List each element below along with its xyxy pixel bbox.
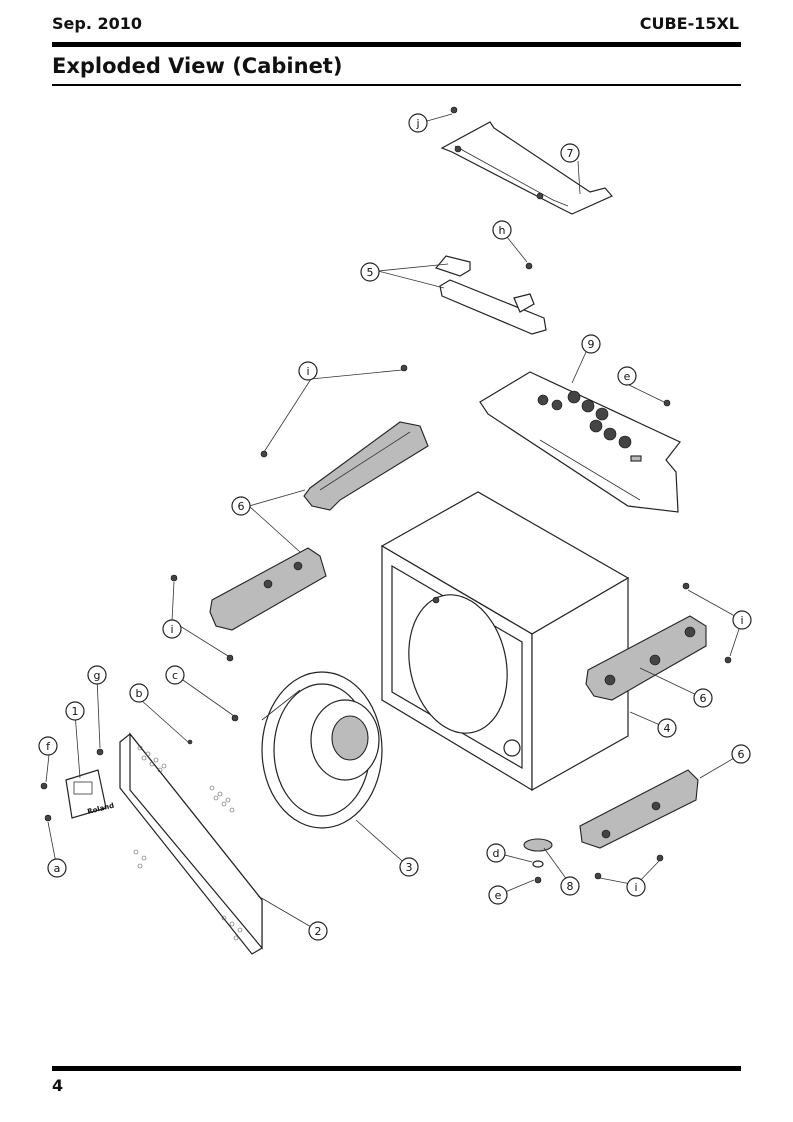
callout-j: j (408, 113, 428, 133)
callout-9: 9 (581, 334, 601, 354)
page-title: Exploded View (Cabinet) (52, 54, 343, 78)
svg-text:a: a (54, 862, 61, 875)
part-8-foot (523, 838, 553, 868)
svg-text:2: 2 (315, 925, 322, 938)
callout-a: a (47, 858, 67, 878)
part-4-cabinet (380, 491, 630, 792)
footer-rule (52, 1066, 741, 1071)
part-6-handle-left (209, 547, 327, 631)
svg-text:f: f (46, 740, 51, 753)
part-2-grille (119, 732, 263, 955)
svg-text:6: 6 (700, 692, 707, 705)
svg-text:b: b (136, 687, 143, 700)
svg-text:i: i (306, 365, 309, 378)
callout-i-left: i (162, 619, 182, 639)
callout-6-bottom: 6 (731, 744, 751, 764)
part-5-brackets (434, 255, 547, 335)
callout-2: 2 (308, 921, 328, 941)
callout-i-bottom: i (626, 877, 646, 897)
callout-3: 3 (399, 857, 419, 877)
callout-g: g (87, 665, 107, 685)
callout-6-upper: 6 (231, 496, 251, 516)
header-model: CUBE-15XL (639, 14, 739, 33)
callout-5: 5 (360, 262, 380, 282)
callout-7: 7 (560, 143, 580, 163)
svg-text:e: e (495, 889, 502, 902)
part-6-handle-upper (303, 421, 429, 511)
callout-6-right: 6 (693, 688, 713, 708)
svg-text:g: g (94, 669, 101, 682)
svg-text:5: 5 (367, 266, 374, 279)
part-9-control-panel (479, 371, 681, 513)
svg-text:i: i (634, 881, 637, 894)
title-rule (52, 84, 741, 86)
part-1-emblem (65, 769, 107, 819)
svg-text:6: 6 (238, 500, 245, 513)
header-rule (52, 42, 741, 47)
svg-text:e: e (624, 370, 631, 383)
callout-8: 8 (560, 876, 580, 896)
screws (40, 106, 732, 884)
callout-e-lower: e (488, 885, 508, 905)
svg-text:d: d (493, 847, 500, 860)
svg-text:7: 7 (567, 147, 574, 160)
part-3-speaker (261, 671, 383, 829)
svg-text:j: j (415, 117, 419, 130)
svg-text:i: i (170, 623, 173, 636)
svg-text:3: 3 (406, 861, 413, 874)
svg-text:4: 4 (664, 722, 671, 735)
leader-lines (45, 113, 743, 932)
callout-h: h (492, 220, 512, 240)
callout-b: b (129, 683, 149, 703)
callout-i-upper: i (298, 361, 318, 381)
svg-text:1: 1 (72, 705, 79, 718)
callout-4: 4 (657, 718, 677, 738)
svg-text:c: c (172, 669, 178, 682)
callout-e-upper: e (617, 366, 637, 386)
header-date: Sep. 2010 (52, 14, 143, 33)
svg-text:9: 9 (588, 338, 595, 351)
svg-text:8: 8 (567, 880, 574, 893)
callout-i-right: i (732, 610, 752, 630)
callout-f: f (38, 736, 58, 756)
svg-text:i: i (740, 614, 743, 627)
part-6-handle-bottom (579, 769, 699, 849)
part-7-handle-bracket (440, 121, 613, 215)
page-number: 4 (52, 1076, 64, 1095)
callout-d: d (486, 843, 506, 863)
part-6-handle-right (585, 615, 707, 701)
callout-1: 1 (65, 701, 85, 721)
svg-text:h: h (499, 224, 506, 237)
callout-c: c (165, 665, 185, 685)
svg-text:6: 6 (738, 748, 745, 761)
